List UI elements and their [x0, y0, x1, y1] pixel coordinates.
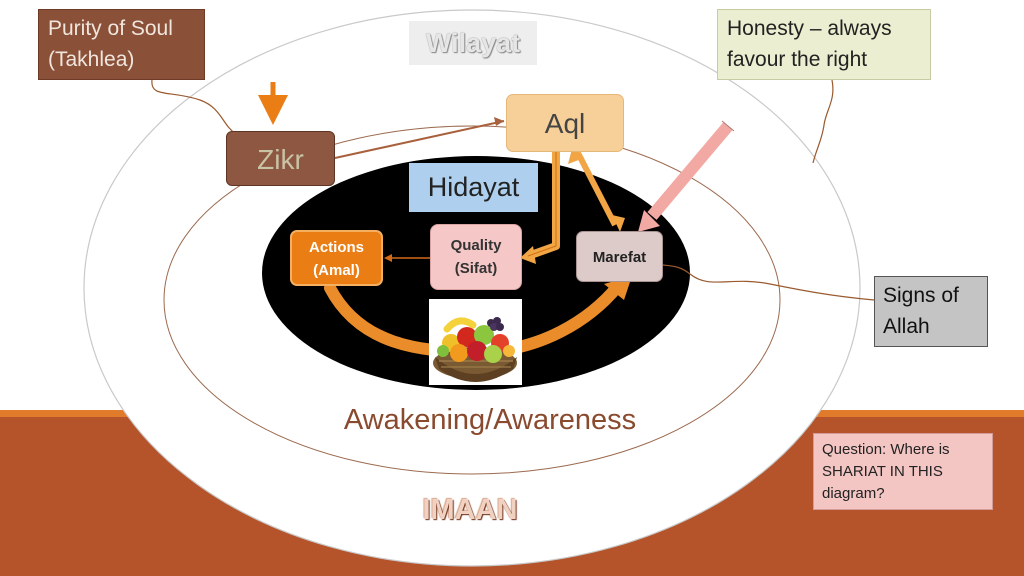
actions-node: Actions (Amal) [290, 230, 383, 286]
honesty-line1: Honesty – always [727, 17, 892, 40]
zikr-node: Zikr [226, 131, 335, 186]
purity-line1: Purity of Soul [48, 17, 173, 40]
honesty-line2: favour the right [727, 48, 868, 71]
arrow-aql-marefat [575, 151, 618, 227]
actions-line2: (Amal) [313, 262, 360, 279]
purity-of-soul-box: Purity of Soul (Takhlea) [38, 9, 205, 80]
actions-line1: Actions [308, 239, 364, 256]
hidayat-label: Hidayat [409, 163, 538, 212]
question-line3: diagram? [822, 485, 885, 502]
question-line2: SHARIAT IN THIS [822, 463, 943, 480]
question-line1: Question: Where is [822, 441, 950, 458]
quality-line1: Quality [450, 237, 502, 254]
awakening-label: Awakening/Awareness [343, 404, 637, 436]
marefat-node: Marefat [576, 231, 663, 282]
honesty-box: Honesty – always favour the right [717, 9, 931, 80]
fruit-basket-icon [433, 317, 517, 382]
question-box: Question: Where is SHARIAT IN THIS diagr… [813, 433, 993, 510]
fruit-basket-image [429, 299, 522, 385]
connector-honesty [812, 79, 834, 164]
signs-line1: Signs of [883, 284, 959, 307]
quality-line2: (Sifat) [454, 260, 498, 277]
wilayat-label: Wilayat [409, 21, 537, 65]
connector-signs-marefat [662, 264, 875, 301]
imaan-label: IMAAN [422, 494, 518, 526]
purity-line2: (Takhlea) [48, 48, 135, 71]
signs-of-allah-box: Signs of Allah [874, 276, 988, 347]
aql-node: Aql [506, 94, 624, 152]
quality-node: Quality (Sifat) [430, 224, 522, 290]
signs-line2: Allah [883, 315, 930, 338]
arrow-zikr-aql [334, 120, 505, 159]
arrow-honesty-marefat [647, 122, 733, 220]
connector-purity-zikr [151, 79, 237, 135]
